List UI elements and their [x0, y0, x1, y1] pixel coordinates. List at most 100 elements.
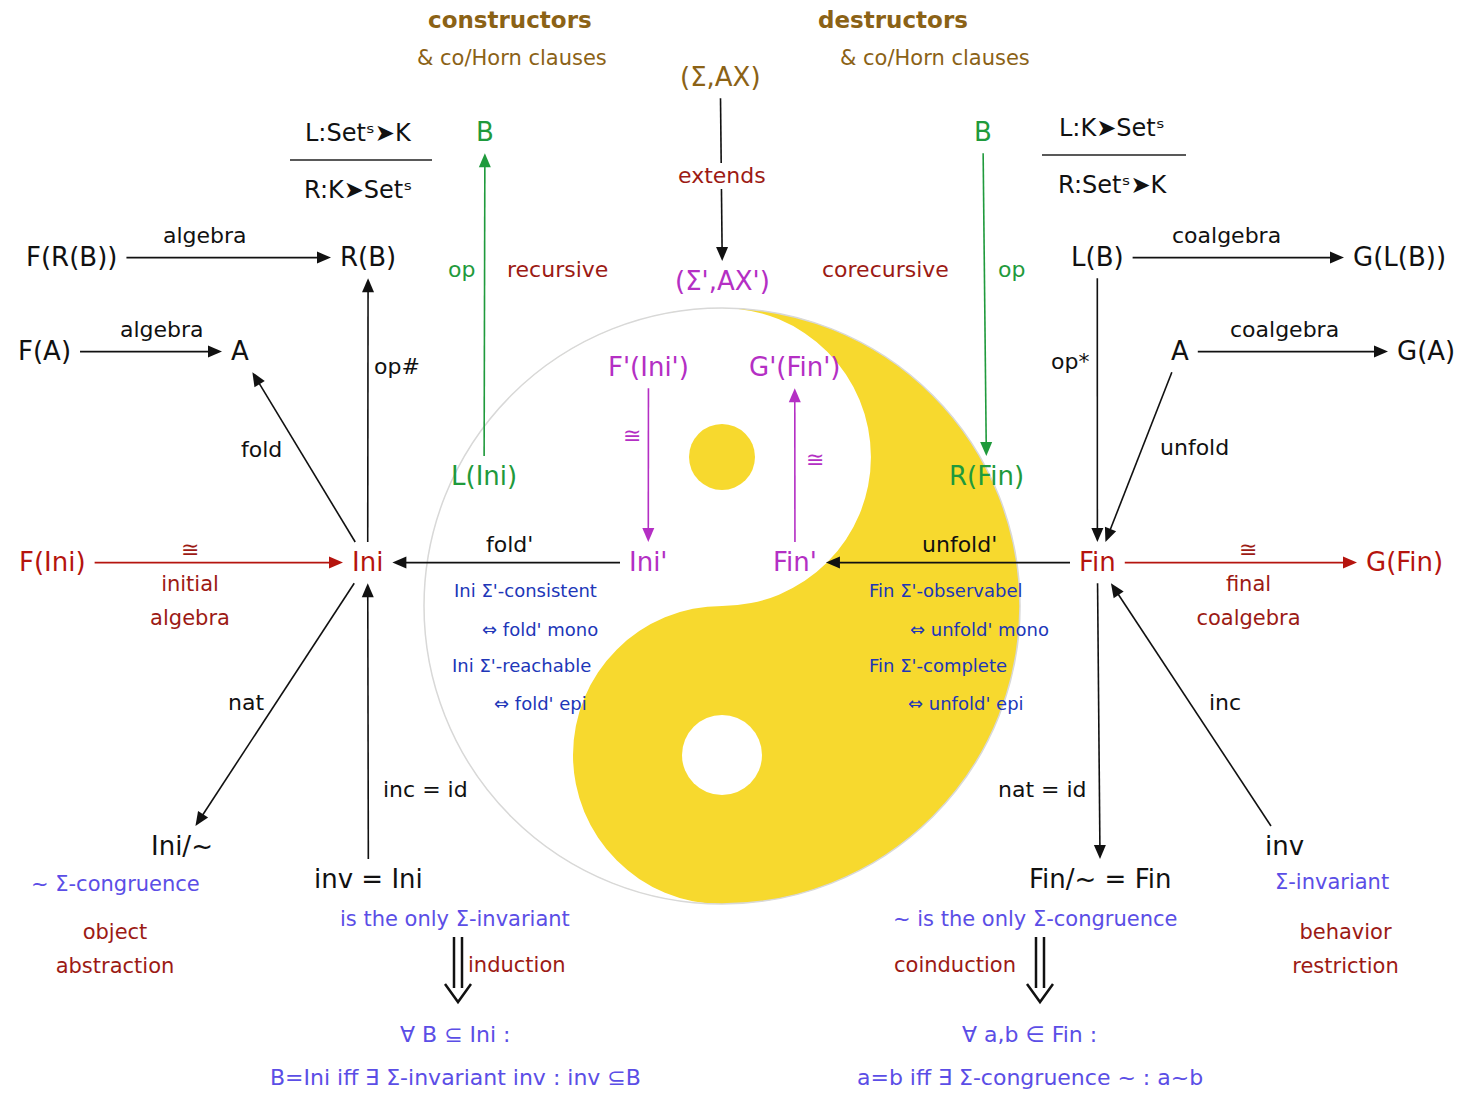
- edge-label: ≅: [620, 423, 644, 449]
- arrow-head: [329, 557, 343, 569]
- term-text: F(R(B)): [26, 242, 117, 272]
- term-node: F(R(B)): [20, 240, 123, 275]
- edge-label: ≅: [803, 447, 827, 473]
- annotation-text: is the only Σ-invariant: [340, 906, 570, 932]
- annotation-text: Ini Σ'-consistent: [454, 580, 597, 603]
- term-node: Fin': [767, 545, 823, 580]
- connector-line: [794, 400, 796, 542]
- edge-label: fold: [238, 437, 285, 463]
- arrow-head: [1105, 527, 1116, 542]
- term-text: Ini: [352, 547, 383, 577]
- connector-line: [367, 290, 369, 542]
- arrow-head: [1343, 557, 1357, 569]
- annotation-text: a=b iff ∃ Σ-congruence ~ : a~b: [857, 1064, 1203, 1092]
- annotation-text: Σ-invariant: [1275, 869, 1389, 895]
- term-text: A: [231, 336, 249, 366]
- arrow-connector: [980, 153, 992, 456]
- annotation-text: initial algebra: [135, 568, 245, 635]
- double-arrow-head: [445, 984, 471, 1002]
- arrow-connector: [95, 557, 343, 569]
- connector-line: [404, 562, 620, 564]
- term-text: G'(Fin'): [749, 352, 841, 382]
- annotation-text: L:K➤Setˢ: [1059, 113, 1165, 143]
- annotation-text: Fin Σ'-observabel: [869, 580, 1022, 603]
- arrow-head: [362, 583, 374, 597]
- annotation-text: & co/Horn clauses: [417, 45, 607, 71]
- arrow-head: [208, 346, 222, 358]
- implication-double-arrow: [445, 937, 471, 1002]
- connector-line: [367, 595, 369, 859]
- annotation-text: R:Setˢ➤K: [1058, 170, 1166, 200]
- edge-label: algebra: [117, 317, 207, 343]
- annotation-text: coinduction: [894, 952, 1016, 978]
- term-node: (Σ',AX'): [669, 264, 776, 299]
- annotation-text: corecursive: [822, 256, 949, 284]
- annotation-text: Ini Σ'-reachable: [452, 655, 591, 678]
- term-node: L(Ini): [445, 459, 523, 494]
- yin-yang-disc: [424, 308, 1020, 904]
- arrow-connector: [642, 388, 654, 542]
- double-arrow-shaft: [453, 937, 456, 988]
- term-text: Fin/~ = Fin: [1029, 864, 1171, 894]
- arrow-head: [642, 528, 654, 542]
- annotation-text: ~ Σ-congruence: [31, 871, 200, 897]
- connector-line: [259, 382, 356, 542]
- edge-label: inc: [1206, 690, 1244, 716]
- connector-line: [838, 562, 1070, 564]
- connector-line: [983, 153, 986, 444]
- term-node: R(Fin): [943, 459, 1030, 494]
- edge-label: algebra: [160, 223, 250, 249]
- annotation-text: induction: [468, 952, 566, 978]
- yin-yang-yellow-dot: [689, 424, 755, 490]
- term-node: G(L(B)): [1347, 240, 1452, 275]
- annotation-text: constructors: [428, 6, 592, 35]
- arrow-head: [789, 388, 801, 402]
- term-text: R(B): [340, 242, 396, 272]
- term-node: Ini/~: [145, 829, 219, 864]
- term-node: F(Ini): [13, 545, 92, 580]
- annotation-text: ~ is the only Σ-congruence: [893, 906, 1177, 932]
- edge-label: coalgebra: [1169, 223, 1284, 249]
- term-node: inv = Ini: [308, 862, 429, 897]
- term-text: Ini/~: [151, 831, 213, 861]
- term-node: F(A): [12, 334, 77, 369]
- arrow-head: [1094, 845, 1106, 859]
- term-node: Fin/~ = Fin: [1023, 862, 1177, 897]
- term-node: Fin: [1073, 545, 1122, 580]
- term-node: inv: [1259, 829, 1310, 864]
- connector-line: [80, 351, 210, 353]
- annotation-text: final coalgebra: [1186, 568, 1311, 635]
- term-text: F(Ini): [19, 547, 86, 577]
- yin-yang-white-half: [424, 308, 871, 904]
- term-node: A: [225, 334, 255, 369]
- annotation-text: ∀ a,b ∈ Fin :: [962, 1021, 1097, 1049]
- double-arrow-shaft: [1043, 937, 1046, 988]
- annotation-text: ∀ B ⊆ Ini :: [400, 1021, 511, 1049]
- annotation-text: ⇔ unfold' mono: [910, 619, 1049, 642]
- term-text: Fin: [1079, 547, 1116, 577]
- term-node: L(B): [1065, 240, 1130, 275]
- edge-label: ≅: [1236, 537, 1260, 563]
- edge-label: op*: [1048, 349, 1092, 375]
- term-node: G(Fin): [1360, 545, 1449, 580]
- term-text: Fin': [773, 547, 817, 577]
- annotation-text: R:K➤Setˢ: [304, 175, 412, 205]
- implication-double-arrow: [1027, 937, 1053, 1002]
- annotation-text: ⇔ fold' epi: [494, 693, 587, 716]
- arrow-connector: [362, 583, 374, 859]
- connector-line: [483, 165, 485, 456]
- annotation-text: behavior restriction: [1278, 916, 1413, 983]
- term-text: G(L(B)): [1353, 242, 1446, 272]
- term-node: B: [470, 115, 500, 150]
- double-arrow-head: [1027, 984, 1053, 1002]
- connector-line: [1198, 351, 1376, 353]
- arrow-connector: [126, 252, 331, 264]
- arrow-head: [252, 372, 264, 387]
- term-text: G(A): [1397, 336, 1455, 366]
- edge-label: nat: [225, 690, 267, 716]
- connector-line: [126, 257, 319, 259]
- term-text: L(B): [1071, 242, 1124, 272]
- annotation-text: B=Ini iff ∃ Σ-invariant inv : inv ⊆B: [270, 1064, 641, 1092]
- connector-line: [1125, 562, 1345, 564]
